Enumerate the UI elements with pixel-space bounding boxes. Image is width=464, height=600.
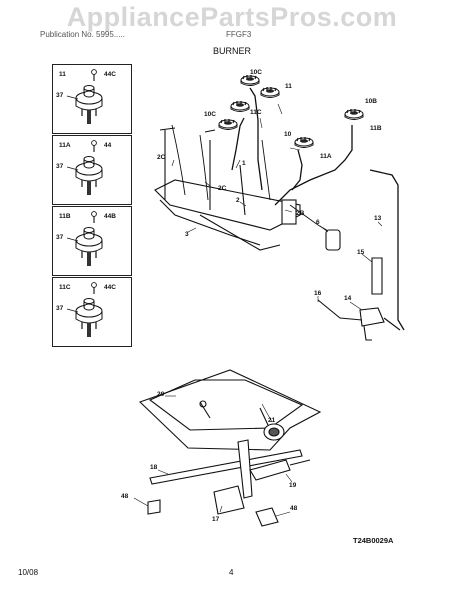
watermark: AppliancePartsPros.com xyxy=(66,2,398,32)
callout-label: 10 xyxy=(284,131,292,138)
publication-number: Publication No. 5995..... xyxy=(40,30,125,39)
regulator-assembly xyxy=(317,229,401,341)
screw-icon xyxy=(91,69,97,82)
callout-label: 10B xyxy=(365,98,377,105)
burner-head-icon xyxy=(230,100,250,113)
callout-label: 48 xyxy=(290,505,298,512)
inset-ref-label: 37 xyxy=(56,234,64,241)
callout-label: 21 xyxy=(268,417,276,424)
callout-label: 11A xyxy=(320,153,332,160)
inset-part-label: 11A xyxy=(59,142,71,149)
callout-label: 1 xyxy=(242,160,246,167)
inset-11b: 11B 44B 37 xyxy=(56,211,116,267)
callout-lines xyxy=(133,103,383,517)
inset-part-label: 11 xyxy=(59,71,66,78)
callout-label: 11 xyxy=(285,83,292,90)
inset-11a: 11A 44 37 xyxy=(56,140,112,196)
lower-burner-assembly xyxy=(147,423,311,527)
page-number: 4 xyxy=(229,568,234,577)
callout-label: 15 xyxy=(357,249,365,256)
inset-box-11c xyxy=(52,277,132,347)
inset-ref-label: 37 xyxy=(56,92,64,99)
callout-label: 3 xyxy=(185,231,189,238)
inset-box-11b xyxy=(52,206,132,276)
burner-tubes xyxy=(231,87,405,331)
burner-head-icon xyxy=(344,108,364,121)
callout-label: 2B xyxy=(296,210,305,217)
screw-icon xyxy=(91,211,97,224)
callout-label: 19 xyxy=(289,482,297,489)
callout-label: 10C xyxy=(250,69,262,76)
callout-label: 2C xyxy=(218,185,227,192)
burner-head-icon xyxy=(240,74,260,87)
model-number: FFGF3 xyxy=(226,30,252,39)
callout-label: 20 xyxy=(157,391,165,398)
inset-11c: 11C 44C 37 xyxy=(56,282,116,338)
burner-valve-icon xyxy=(75,297,103,338)
callout-label: 6 xyxy=(316,219,320,226)
callout-label: 18 xyxy=(150,464,158,471)
ignition-wires xyxy=(171,124,341,239)
burner-head-icon xyxy=(218,118,238,131)
inset-part-label: 11C xyxy=(59,284,71,291)
inset-part-label: 11B xyxy=(59,213,71,220)
callout-label: 2 xyxy=(236,197,240,204)
burner-valve-icon xyxy=(75,155,103,196)
drawing-id: T24B0029A xyxy=(353,536,394,545)
manifold-assembly xyxy=(154,127,301,251)
inset-11: 11 44C 37 xyxy=(56,69,116,125)
inset-box-11a xyxy=(52,135,132,205)
callout-label: 17 xyxy=(212,516,220,523)
inset-ref-label: 37 xyxy=(56,305,64,312)
footer-date: 10/08 xyxy=(18,568,39,577)
callout-label: 10C xyxy=(204,111,216,118)
burner-valve-icon xyxy=(75,226,103,267)
callout-labels: 10C 11 10C 11C 10B 11B 10 11A 1 2C 2C 2 … xyxy=(121,69,382,523)
callout-label: 14 xyxy=(344,295,352,302)
inset-ref-label: 37 xyxy=(56,163,64,170)
inset-box-11 xyxy=(52,64,132,134)
inset-screw-label: 44 xyxy=(104,142,112,149)
burner-valve-icon xyxy=(75,84,103,125)
screw-icon xyxy=(91,140,97,153)
inset-screw-label: 44C xyxy=(104,71,116,78)
burner-head-icon xyxy=(260,86,280,99)
screw-icon xyxy=(91,282,97,295)
burner-head-icon xyxy=(294,136,314,149)
callout-label: 16 xyxy=(314,290,322,297)
callout-label: 11B xyxy=(370,125,382,132)
inset-screw-label: 44C xyxy=(104,284,116,291)
callout-label: 48 xyxy=(121,493,129,500)
callout-label: 11C xyxy=(250,109,262,116)
inset-screw-label: 44B xyxy=(104,213,116,220)
bottom-panel xyxy=(138,369,322,451)
section-title: BURNER xyxy=(213,46,252,56)
callout-label: 2C xyxy=(157,154,166,161)
callout-label: 13 xyxy=(374,215,382,222)
